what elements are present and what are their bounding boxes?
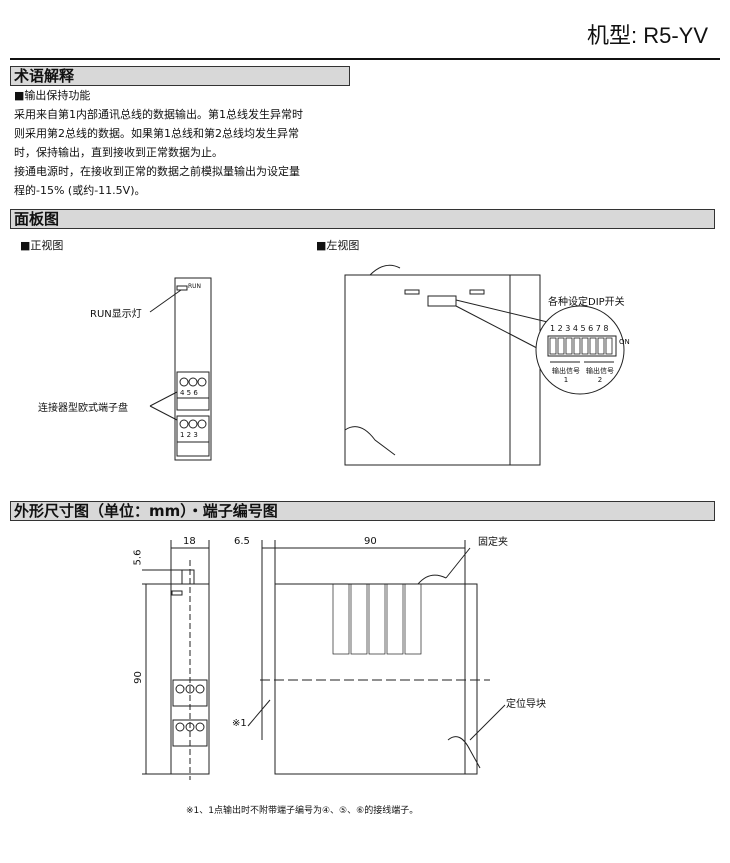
terminal-numbers-top: 4 5 6 (180, 389, 198, 397)
dim-depth-90: 90 (364, 536, 377, 547)
run-indicator-label: RUN显示灯 (90, 309, 142, 320)
dim-height-90: 90 (132, 671, 144, 684)
terms-line: 采用来自第1内部通讯总线的数据输出。第1总线发生异常时 (14, 108, 303, 121)
terms-line: 程的-15% (或约-11.5V)。 (14, 184, 146, 197)
dim-6-5: 6.5 (234, 536, 250, 547)
section-terms-title: 术语解释 (10, 66, 350, 86)
note-mark: ※1 (232, 718, 247, 729)
terms-line: 时，保持输出，直到接收到正常数据为止。 (14, 146, 223, 159)
left-view-label: ■左视图 (316, 239, 360, 252)
dimension-side-drawing (247, 540, 506, 775)
front-view-label: ■正视图 (20, 239, 64, 252)
terminal-numbers-bottom: 1 2 3 (180, 431, 198, 439)
dim-5-6: 5.6 (132, 549, 144, 566)
terms-subtitle: ■输出保持功能 (14, 89, 91, 102)
terms-line: 接通电源时，在接收到正常的数据之前模拟量输出为设定量 (14, 165, 300, 178)
run-text: RUN (188, 283, 202, 290)
front-view-drawing (149, 277, 212, 461)
left-view-drawing (344, 264, 625, 466)
dimension-front-drawing (142, 540, 210, 780)
terms-line: 则采用第2总线的数据。如果第1总线和第2总线均发生异常 (14, 127, 299, 140)
dip-on-label: ON (619, 338, 630, 346)
divider (10, 58, 720, 60)
guide-label: 定位导块 (506, 699, 546, 710)
section-panel-title: 面板图 (10, 209, 715, 229)
terminal-block-label: 连接器型欧式端子盘 (38, 403, 128, 414)
terms-body: ■输出保持功能 采用来自第1内部通讯总线的数据输出。第1总线发生异常时 则采用第… (14, 86, 303, 200)
dip-switch-label: 各种设定DIP开关 (548, 297, 625, 308)
dim-width-18: 18 (183, 536, 196, 547)
clip-label: 固定夹 (478, 537, 508, 548)
model-title: 机型: R5-YV (586, 23, 708, 48)
section-dimensions-title: 外形尺寸图（单位：mm）・端子编号图 (10, 501, 715, 521)
dip-numbers: 1 2 3 4 5 6 7 8 (550, 324, 609, 333)
footnote: ※1、1点输出时不附带端子编号为④、⑤、⑥的接线端子。 (186, 806, 419, 816)
